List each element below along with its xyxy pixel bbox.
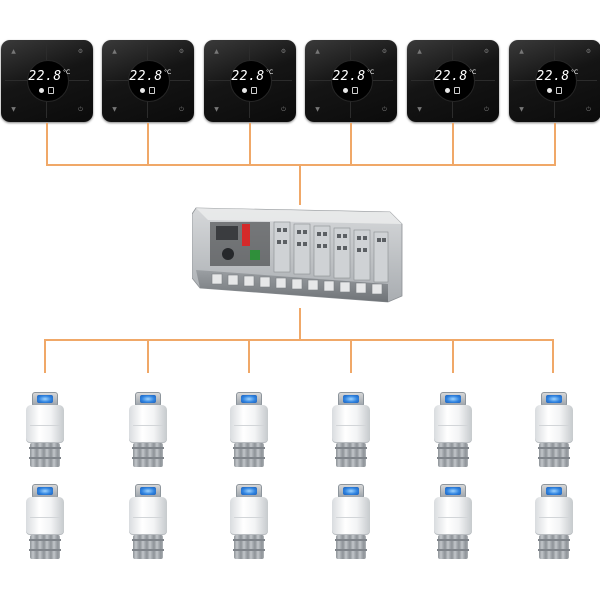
actuator <box>24 392 66 472</box>
down-arrow-icon: ▼ <box>519 106 524 113</box>
temperature-unit: °C <box>367 69 375 76</box>
settings-icon: ⚙ <box>381 48 388 55</box>
mode-indicator-icon <box>343 88 348 93</box>
mode-indicator-icon <box>547 88 552 93</box>
thermostat-bus-wire <box>46 164 556 166</box>
thermostat-2: ▲ ⚙ ▼ ⏻ 22.8 °C <box>102 40 194 122</box>
actuator-wire-4 <box>350 339 352 373</box>
actuator <box>127 392 169 472</box>
snowflake-icon: ▲ <box>315 48 320 55</box>
heating-indicator-icon <box>454 87 460 94</box>
power-icon: ⏻ <box>179 106 184 113</box>
settings-icon: ⚙ <box>585 48 592 55</box>
temperature-readout: 22.8 <box>434 69 468 84</box>
heating-indicator-icon <box>556 87 562 94</box>
heating-indicator-icon <box>352 87 358 94</box>
actuator-wire-3 <box>248 339 250 373</box>
power-icon: ⏻ <box>281 106 286 113</box>
actuator <box>24 484 66 564</box>
down-arrow-icon: ▼ <box>214 106 219 113</box>
thermostat-wire-1 <box>46 123 48 165</box>
snowflake-icon: ▲ <box>112 48 117 55</box>
settings-icon: ⚙ <box>178 48 185 55</box>
actuator-wire-6 <box>552 339 554 373</box>
actuator-wire-5 <box>452 339 454 373</box>
temperature-unit: °C <box>164 69 172 76</box>
actuator <box>533 484 575 564</box>
snowflake-icon: ▲ <box>214 48 219 55</box>
settings-icon: ⚙ <box>483 48 490 55</box>
snowflake-icon: ▲ <box>417 48 422 55</box>
actuator <box>533 392 575 472</box>
down-arrow-icon: ▼ <box>315 106 320 113</box>
mode-indicator-icon <box>445 88 450 93</box>
temperature-readout: 22.8 <box>536 69 570 84</box>
actuator-wire-1 <box>44 339 46 373</box>
actuator <box>127 484 169 564</box>
down-arrow-icon: ▼ <box>417 106 422 113</box>
thermostat-1: ▲ ⚙ ▼ ⏻ 22.8 °C <box>1 40 93 122</box>
mode-indicator-icon <box>140 88 145 93</box>
mode-indicator-icon <box>39 88 44 93</box>
temperature-unit: °C <box>571 69 579 76</box>
temperature-readout: 22.8 <box>332 69 366 84</box>
power-icon: ⏻ <box>78 106 83 113</box>
temperature-readout: 22.8 <box>129 69 163 84</box>
thermostat-wire-4 <box>350 123 352 165</box>
actuator-bus-wire <box>44 339 554 341</box>
temperature-unit: °C <box>469 69 477 76</box>
temperature-unit: °C <box>63 69 71 76</box>
wiring-controller <box>192 207 403 303</box>
thermostat-3: ▲ ⚙ ▼ ⏻ 22.8 °C <box>204 40 296 122</box>
power-icon: ⏻ <box>382 106 387 113</box>
heating-indicator-icon <box>48 87 54 94</box>
thermostat-wire-5 <box>452 123 454 165</box>
mode-indicator-icon <box>242 88 247 93</box>
thermostat-wire-6 <box>554 123 556 165</box>
actuator <box>330 484 372 564</box>
heating-indicator-icon <box>251 87 257 94</box>
snowflake-icon: ▲ <box>11 48 16 55</box>
settings-icon: ⚙ <box>280 48 287 55</box>
controller-input-wire <box>299 164 301 205</box>
power-icon: ⏻ <box>484 106 489 113</box>
actuator <box>432 484 474 564</box>
settings-icon: ⚙ <box>77 48 84 55</box>
thermostat-wire-2 <box>147 123 149 165</box>
actuator <box>432 392 474 472</box>
temperature-readout: 22.8 <box>231 69 265 84</box>
heating-indicator-icon <box>149 87 155 94</box>
down-arrow-icon: ▼ <box>11 106 16 113</box>
thermostat-wire-3 <box>249 123 251 165</box>
actuator <box>228 484 270 564</box>
controller-output-wire <box>299 308 301 341</box>
down-arrow-icon: ▼ <box>112 106 117 113</box>
actuator-wire-2 <box>147 339 149 373</box>
thermostat-5: ▲ ⚙ ▼ ⏻ 22.8 °C <box>407 40 499 122</box>
snowflake-icon: ▲ <box>519 48 524 55</box>
thermostat-6: ▲ ⚙ ▼ ⏻ 22.8 °C <box>509 40 600 122</box>
power-icon: ⏻ <box>586 106 591 113</box>
thermostat-4: ▲ ⚙ ▼ ⏻ 22.8 °C <box>305 40 397 122</box>
temperature-readout: 22.8 <box>28 69 62 84</box>
actuator <box>330 392 372 472</box>
actuator <box>228 392 270 472</box>
temperature-unit: °C <box>266 69 274 76</box>
